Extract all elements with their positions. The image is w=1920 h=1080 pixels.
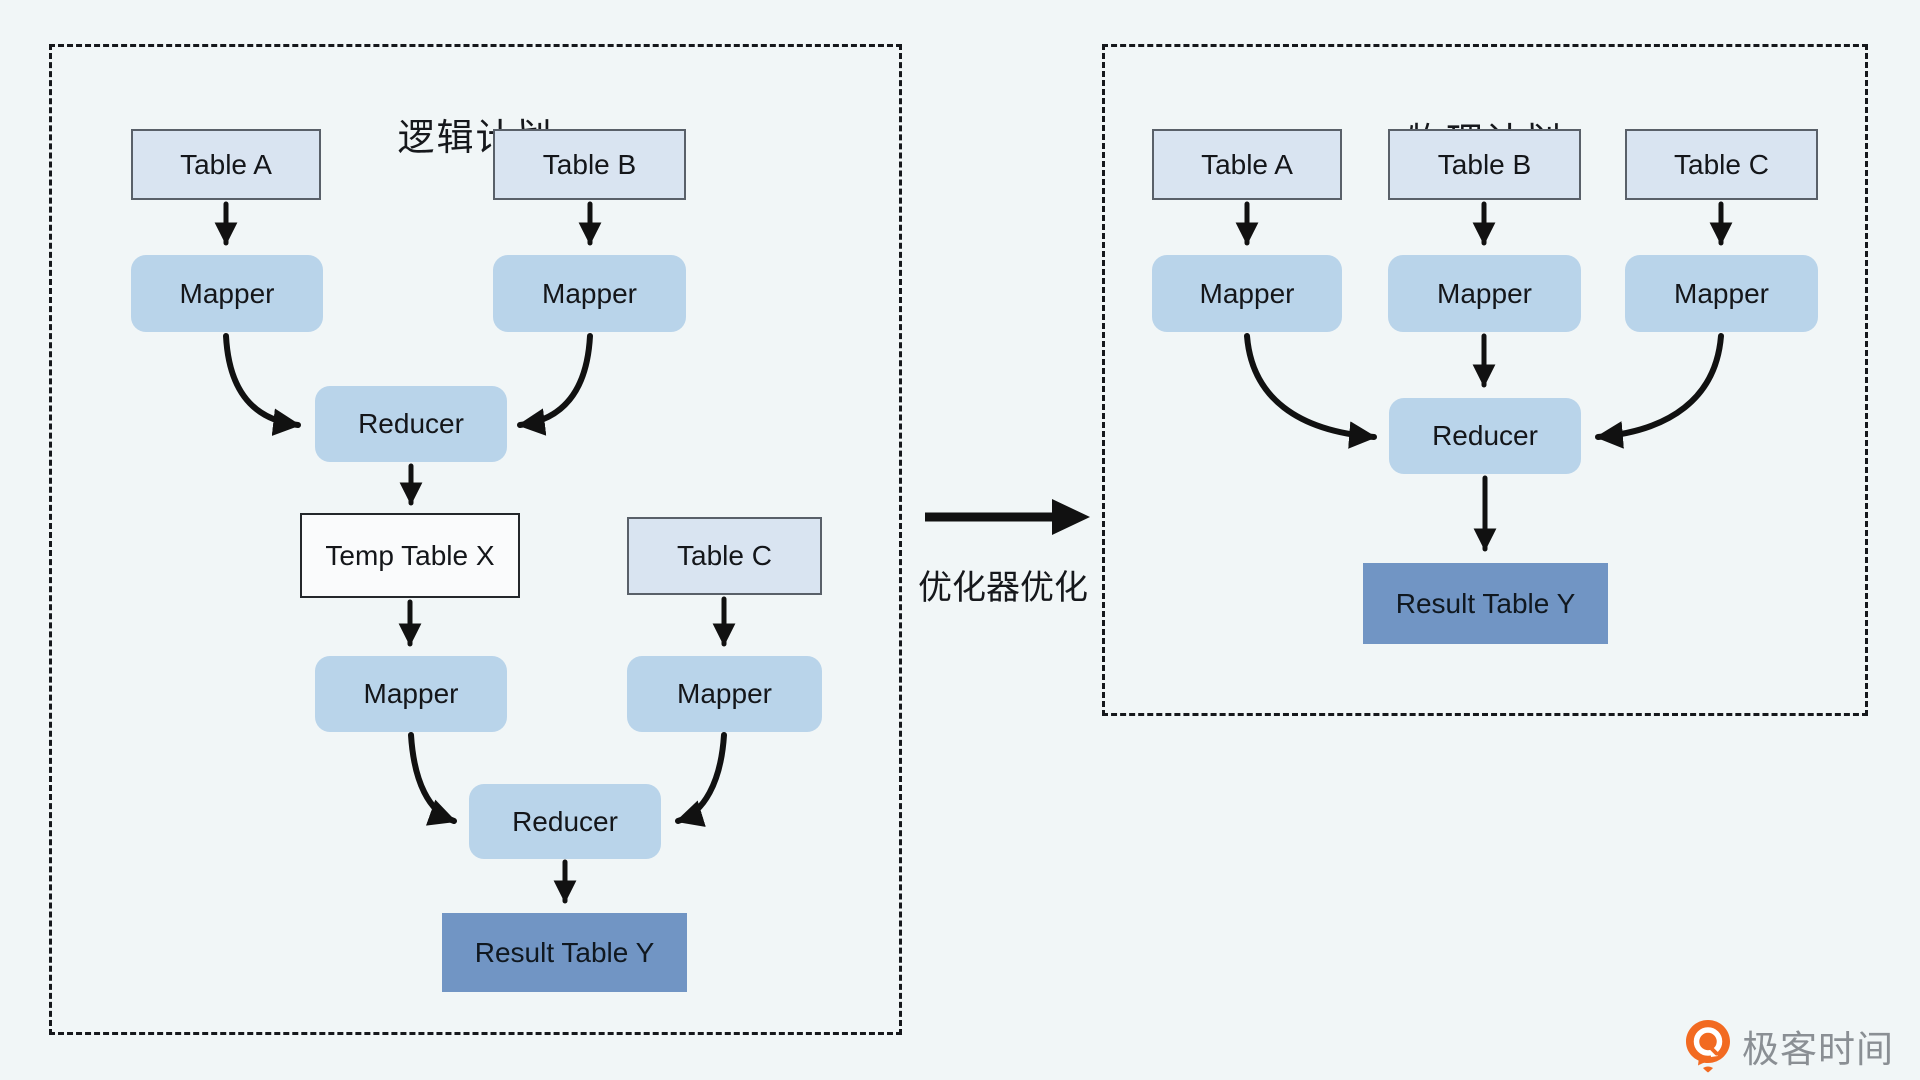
node-physical-table-b: Table B — [1388, 129, 1581, 200]
optimizer-transform-arrow — [925, 499, 1090, 535]
node-physical-table-a: Table A — [1152, 129, 1342, 200]
node-logical-result-table-y: Result Table Y — [442, 913, 687, 992]
geektime-logo-icon — [1686, 1020, 1730, 1073]
optimizer-transform-label: 优化器优化 — [918, 569, 1088, 607]
node-logical-table-a: Table A — [131, 129, 321, 200]
node-physical-table-c: Table C — [1625, 129, 1818, 200]
node-logical-table-b: Table B — [493, 129, 686, 200]
node-logical-mapper-c: Mapper — [627, 656, 822, 732]
node-logical-mapper-a: Mapper — [131, 255, 323, 332]
node-logical-reducer-1: Reducer — [315, 386, 507, 462]
node-physical-mapper-b: Mapper — [1388, 255, 1581, 332]
node-physical-mapper-c: Mapper — [1625, 255, 1818, 332]
node-logical-temp-table-x: Temp Table X — [300, 513, 520, 598]
geektime-logo-text: 极客时间 — [1742, 1029, 1894, 1070]
geektime-logo: 极客时间 — [1684, 1018, 1894, 1074]
node-logical-table-c: Table C — [627, 517, 822, 595]
node-logical-mapper-b: Mapper — [493, 255, 686, 332]
node-physical-mapper-a: Mapper — [1152, 255, 1342, 332]
node-logical-mapper-x: Mapper — [315, 656, 507, 732]
node-logical-reducer-2: Reducer — [469, 784, 661, 859]
node-physical-reducer: Reducer — [1389, 398, 1581, 474]
node-physical-result-table-y: Result Table Y — [1363, 563, 1608, 644]
